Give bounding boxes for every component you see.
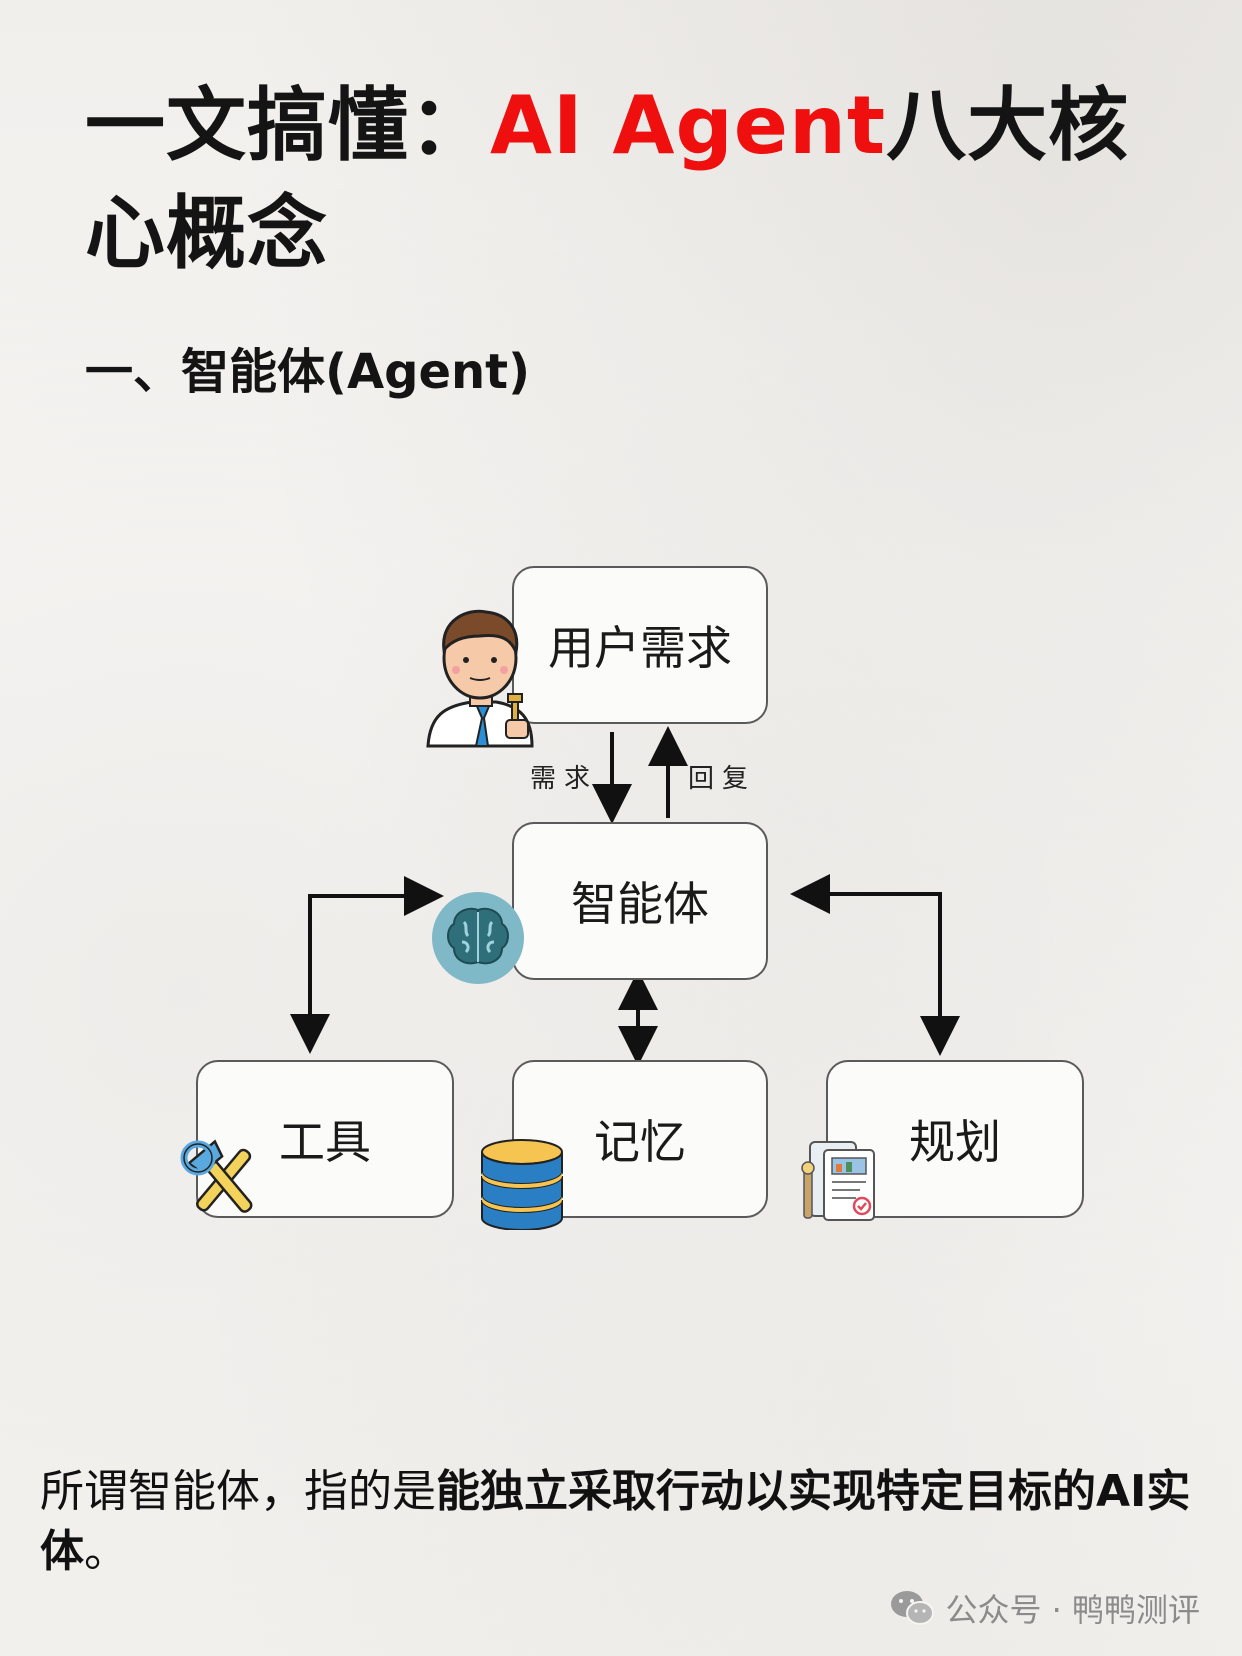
node-memory: 记忆 [512, 1060, 768, 1218]
wechat-icon [891, 1591, 935, 1625]
section-heading: 一、智能体(Agent) [85, 344, 531, 400]
caption-normal: 所谓智能体，指的是 [40, 1466, 436, 1517]
edge-label-request: 需求 [530, 764, 599, 794]
agent-planning-arrow [790, 874, 942, 1040]
person-icon [426, 609, 534, 748]
plan-document-icon [801, 1141, 875, 1221]
edge-label-reply: 回复 [688, 764, 757, 794]
node-agent: 智能体 [512, 822, 768, 980]
brain-icon [432, 892, 524, 984]
title-suffix: 八大核心概念 [85, 79, 1130, 280]
title-highlight: AI Agent [490, 79, 887, 172]
node-planning: 规划 [826, 1060, 1084, 1218]
title-prefix: 一文搞懂： [85, 79, 490, 172]
caption-end: 。 [84, 1526, 128, 1577]
agent-tools-arrow-top [308, 876, 444, 1040]
node-user-demand: 用户需求 [512, 566, 768, 724]
tools-icon [180, 1139, 253, 1213]
caption-bold: 能独立采取行动以实现特定目标的AI实体 [40, 1466, 1191, 1577]
database-icon [481, 1139, 563, 1230]
footer-account: 公众号 · 鸭鸭测评 [889, 1585, 1200, 1631]
page-title: 一文搞懂：AI Agent八大核心概念 [85, 72, 1195, 288]
footer-text: 公众号 · 鸭鸭测评 [945, 1591, 1200, 1629]
caption: 所谓智能体，指的是能独立采取行动以实现特定目标的AI实体。 [40, 1462, 1210, 1582]
